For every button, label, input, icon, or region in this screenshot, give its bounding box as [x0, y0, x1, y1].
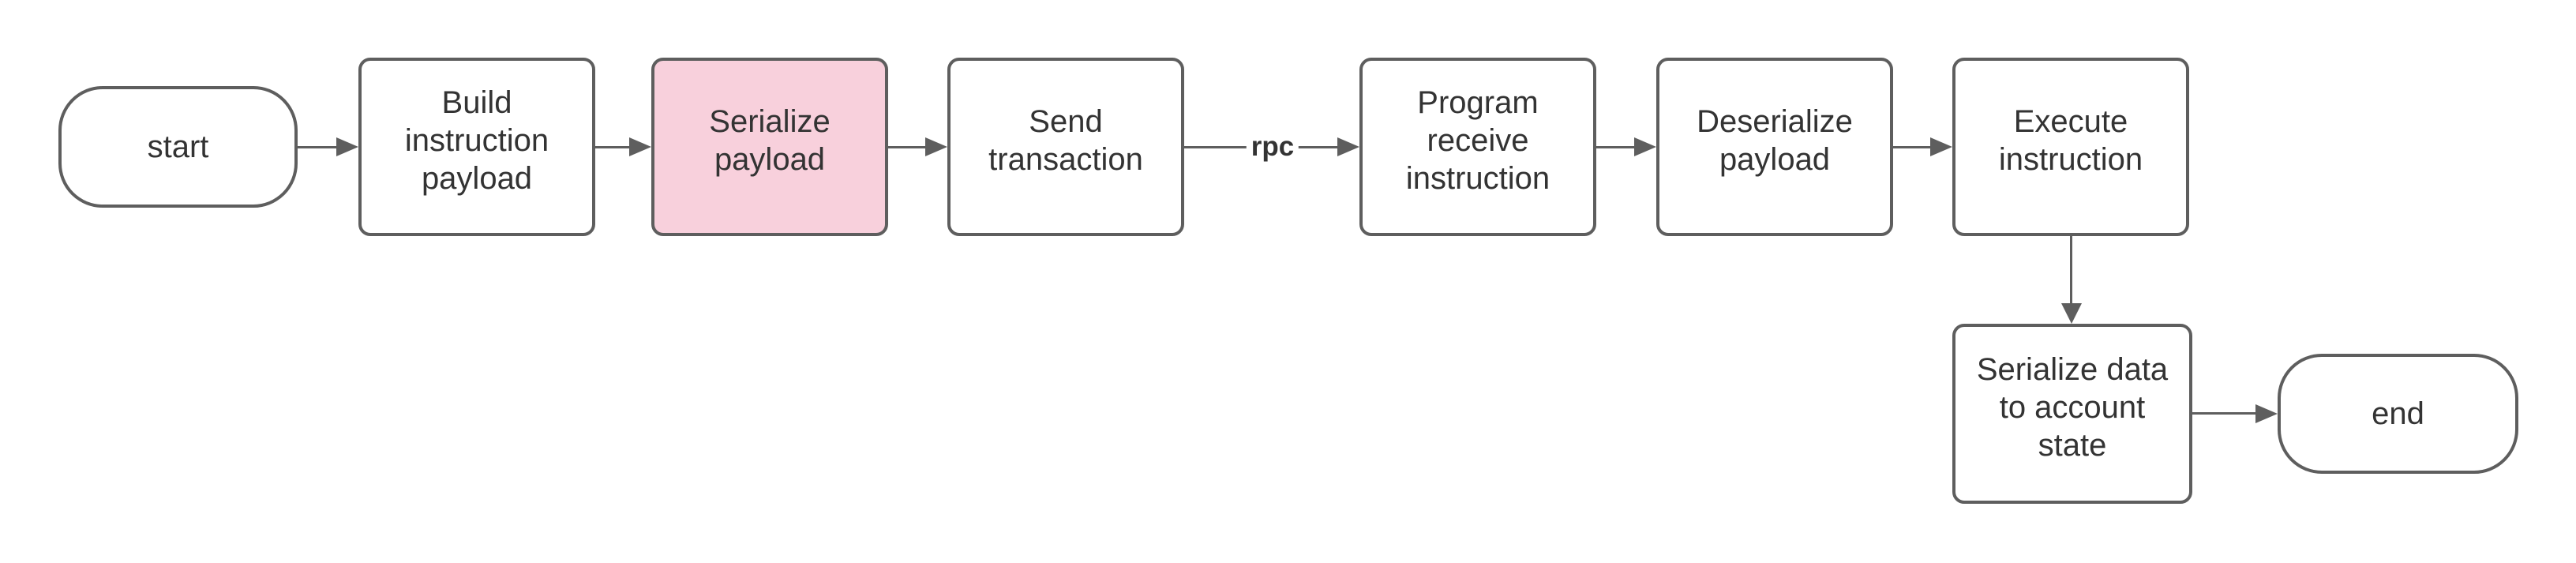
edge-serialize-to-send-line — [888, 146, 926, 148]
flow-node-serialize-data-to-account-state: Serialize data to account state — [1952, 324, 2192, 504]
flow-node-program-receive-instruction-label: Program receive instruction — [1405, 85, 1550, 196]
flow-node-send-transaction: Send transaction — [947, 58, 1184, 236]
edge-build-to-serialize-arrowhead-icon — [629, 137, 651, 156]
edge-label-rpc: rpc — [1246, 131, 1299, 163]
edge-program-to-deserialize-line — [1596, 146, 1635, 148]
edge-send-to-program-arrowhead-icon — [1337, 137, 1359, 156]
flow-node-send-transaction-label: Send transaction — [988, 104, 1143, 177]
edge-program-to-deserialize-arrowhead-icon — [1634, 137, 1656, 156]
flow-node-start: start — [58, 86, 298, 208]
flow-node-execute-instruction: Execute instruction — [1952, 58, 2189, 236]
flow-node-end: end — [2278, 354, 2518, 474]
edge-serialize-data-to-end-line — [2192, 412, 2256, 415]
edge-deserialize-to-execute-arrowhead-icon — [1930, 137, 1952, 156]
edge-serialize-to-send-arrowhead-icon — [925, 137, 947, 156]
flow-node-deserialize-payload: Deserialize payload — [1656, 58, 1893, 236]
edge-deserialize-to-execute-line — [1893, 146, 1931, 148]
flow-node-build-instruction-payload: Build instruction payload — [358, 58, 595, 236]
flow-node-program-receive-instruction: Program receive instruction — [1359, 58, 1596, 236]
flow-node-execute-instruction-label: Execute instruction — [1998, 104, 2143, 177]
flow-node-deserialize-payload-label: Deserialize payload — [1697, 104, 1853, 177]
edge-build-to-serialize-line — [595, 146, 630, 148]
edge-execute-to-serialize-data-line — [2070, 236, 2072, 304]
flow-node-serialize-payload: Serialize payload — [651, 58, 888, 236]
flow-node-serialize-data-to-account-state-label: Serialize data to account state — [1976, 352, 2169, 463]
edge-execute-to-serialize-data-arrowhead-icon — [2061, 303, 2082, 324]
flow-node-start-label: start — [147, 129, 209, 164]
edge-start-to-build-arrowhead-icon — [336, 137, 358, 156]
flow-node-end-label: end — [2372, 396, 2424, 431]
edge-serialize-data-to-end-arrowhead-icon — [2255, 404, 2278, 423]
edge-start-to-build-line — [298, 146, 337, 148]
flow-node-build-instruction-payload-label: Build instruction payload — [404, 85, 549, 196]
flow-node-serialize-payload-label: Serialize payload — [709, 104, 831, 177]
